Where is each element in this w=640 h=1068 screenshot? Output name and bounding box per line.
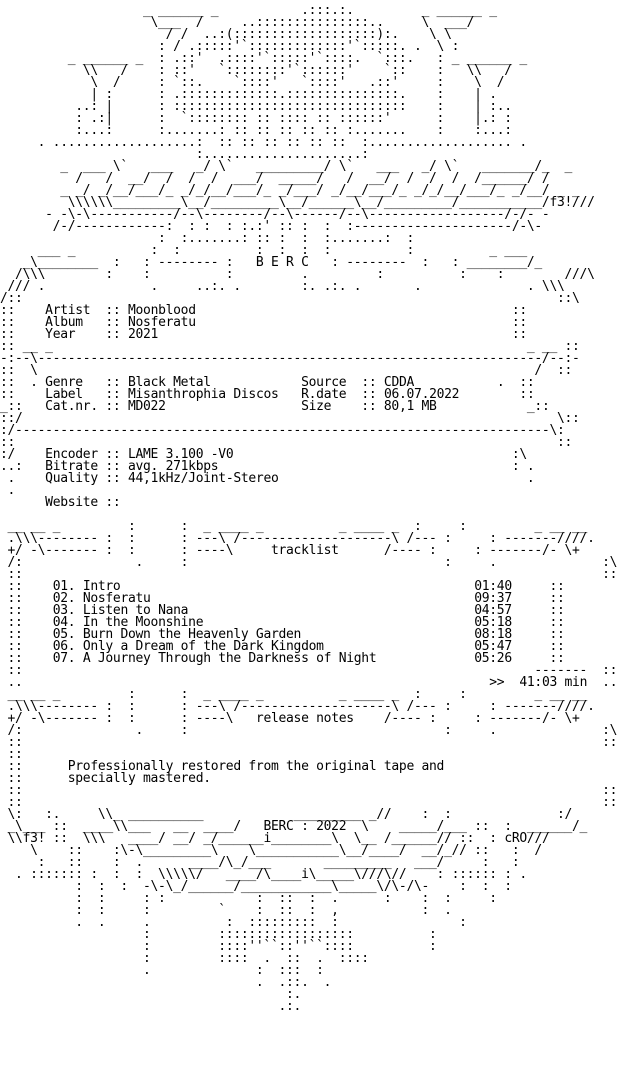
bitrate-value: avg. 271kbps [127,459,219,474]
tag-top: f3! [549,195,573,210]
group-name: B E R C [255,255,309,270]
track-num: 04. [52,615,76,630]
tag-right: cRO [504,831,527,846]
website-label: Website [45,495,98,510]
track-time: 09:37 [474,591,512,606]
album-value: Nosferatu [127,315,196,330]
track-time: 05:26 [474,651,512,666]
track-num: 03. [52,603,76,618]
catnr-label: Cat.nr. [45,399,98,414]
quality-value: 44,1kHz/Joint-Stereo [127,471,279,486]
track-title: Listen to Nana [82,603,189,618]
track-time: 05:47 [474,639,512,654]
encoder-value: LAME 3.100 -V0 [127,447,234,462]
track-num: 02. [52,591,76,606]
genre-label: Genre [45,375,83,390]
track-time: 08:18 [474,627,512,642]
track-time: 04:57 [474,603,512,618]
catnr-value: MD022 [127,399,166,414]
source-label: Source [301,375,347,390]
artist-label: Artist [45,303,91,318]
label-label: Label [45,387,83,402]
total-time: 41:03 min [519,675,588,690]
artist-value: Moonblood [127,303,196,318]
track-title: In the Moonshine [82,615,204,630]
album-label: Album [45,315,83,330]
quality-label: Quality [45,471,98,486]
label-value: Misanthrophia Discos [127,387,279,402]
rdate-label: R.date [301,387,347,402]
nfo-ascii-document: _ ______ _ .:::.:. _ ______ _ \___ / ..:… [0,3,618,1014]
tag-left: f3! [22,831,46,846]
track-time: 05:18 [474,615,512,630]
track-title: Only a Dream of the Dark Kingdom [82,639,324,654]
track-title: Burn Down the Heavenly Garden [82,627,302,642]
year-value: 2021 [127,327,159,342]
size-value: 80,1 MB [383,399,437,414]
encoder-label: Encoder [45,447,98,462]
notes-line-1: Professionally restored from the origina… [67,759,445,774]
footer-credit: BERC : 2022 [263,819,347,834]
track-num: 06. [52,639,76,654]
size-label: Size [301,399,332,414]
bitrate-label: Bitrate [45,459,98,474]
genre-value: Black Metal [127,375,211,390]
source-value: CDDA [383,375,415,390]
track-num: 01. [52,579,76,594]
track-title: Intro [82,579,121,594]
track-num: 05. [52,627,76,642]
tracklist-heading: tracklist [270,543,339,558]
notes-heading: release notes [255,711,354,726]
year-label: Year [45,327,76,342]
track-time: 01:40 [474,579,512,594]
track-title: Nosferatu [82,591,151,606]
notes-line-2: specially mastered. [67,771,211,786]
rdate-value: 06.07.2022 [383,387,460,402]
track-num: 07. [52,651,76,666]
track-title: A Journey Through the Darkness of Night [82,651,377,666]
total-marker: >> [489,675,505,690]
